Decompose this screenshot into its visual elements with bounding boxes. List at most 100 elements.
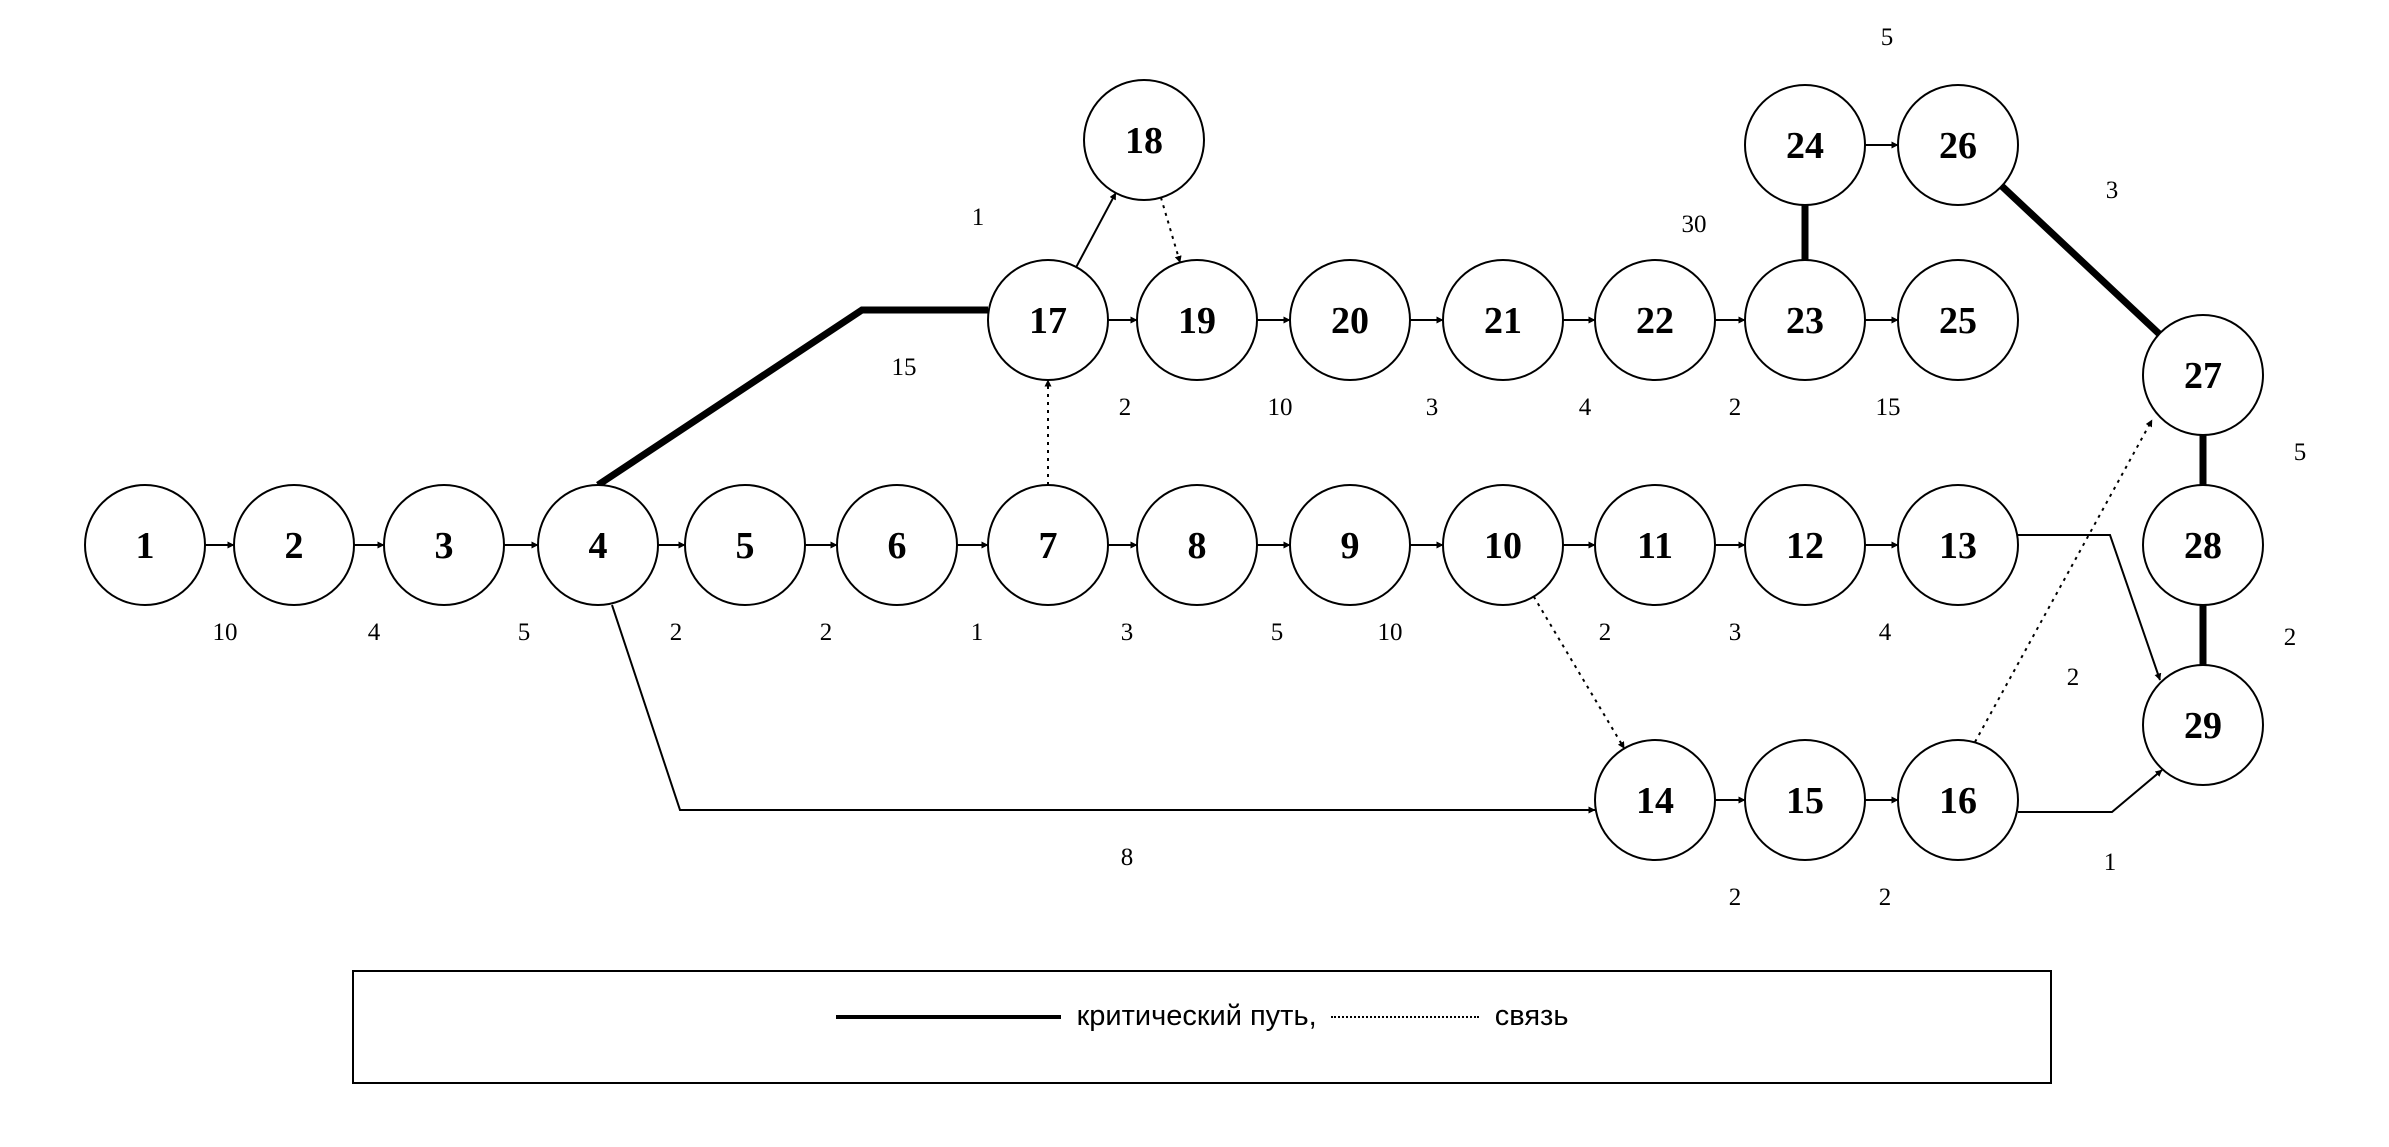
node-6: 6 <box>836 484 958 606</box>
node-circle <box>1136 259 1258 381</box>
node-label: 26 <box>1939 125 1977 167</box>
node-23: 23 <box>1744 259 1866 381</box>
duration-label: 8 <box>1121 844 1134 871</box>
duration-label: 2 <box>1879 884 1892 911</box>
node-15: 15 <box>1744 739 1866 861</box>
node-22: 22 <box>1594 259 1716 381</box>
legend-link-label: связь <box>1494 1000 1569 1032</box>
node-circle <box>1083 79 1205 201</box>
node-circle <box>84 484 206 606</box>
node-circle <box>233 484 355 606</box>
duration-label: 3 <box>1426 394 1439 421</box>
node-circle <box>2142 484 2264 606</box>
node-circle <box>1744 259 1866 381</box>
node-label: 15 <box>1786 780 1824 822</box>
node-11: 11 <box>1594 484 1716 606</box>
duration-label: 10 <box>213 619 238 646</box>
node-9: 9 <box>1289 484 1411 606</box>
node-18: 18 <box>1083 79 1205 201</box>
duration-label: 3 <box>2106 177 2119 204</box>
node-7: 7 <box>987 484 1109 606</box>
duration-label: 5 <box>1881 24 1894 51</box>
duration-label: 1 <box>971 619 984 646</box>
node-circle <box>684 484 806 606</box>
duration-label: 2 <box>1119 394 1132 421</box>
node-circle <box>987 259 1109 381</box>
duration-label: 2 <box>1599 619 1612 646</box>
node-label: 21 <box>1484 300 1522 342</box>
edge-10-14-link <box>1532 596 1626 749</box>
duration-label: 5 <box>1271 619 1284 646</box>
node-2: 2 <box>233 484 355 606</box>
edge-16-29 <box>2018 769 2163 813</box>
duration-label: 2 <box>820 619 833 646</box>
node-label: 8 <box>1188 525 1207 567</box>
node-circle <box>383 484 505 606</box>
node-label: 3 <box>435 525 454 567</box>
node-5: 5 <box>684 484 806 606</box>
node-label: 2 <box>285 525 304 567</box>
node-label: 22 <box>1636 300 1674 342</box>
node-14: 14 <box>1594 739 1716 861</box>
node-4: 4 <box>537 484 659 606</box>
node-20: 20 <box>1289 259 1411 381</box>
duration-label: 1 <box>2104 849 2117 876</box>
duration-label: 3 <box>1121 619 1134 646</box>
node-circle <box>2142 664 2264 786</box>
node-label: 6 <box>888 525 907 567</box>
edge-4-14 <box>611 604 1596 814</box>
duration-label: 4 <box>1579 394 1592 421</box>
node-label: 7 <box>1039 525 1058 567</box>
node-8: 8 <box>1136 484 1258 606</box>
duration-label: 5 <box>2294 439 2307 466</box>
legend: критический путь, связь <box>352 970 2052 1084</box>
node-27: 27 <box>2142 314 2264 436</box>
edge-4-17-critical <box>596 306 989 488</box>
node-circle <box>537 484 659 606</box>
duration-label: 4 <box>368 619 381 646</box>
node-28: 28 <box>2142 484 2264 606</box>
node-label: 29 <box>2184 705 2222 747</box>
legend-critical-label: критический путь, <box>1076 1000 1317 1032</box>
node-19: 19 <box>1136 259 1258 381</box>
node-16: 16 <box>1897 739 2019 861</box>
node-circle <box>1897 84 2019 206</box>
node-label: 24 <box>1786 125 1824 167</box>
duration-label: 4 <box>1879 619 1892 646</box>
edge-16-27-link <box>1974 419 2153 743</box>
node-label: 1 <box>136 525 155 567</box>
node-label: 12 <box>1786 525 1824 567</box>
node-circle <box>1594 259 1716 381</box>
node-label: 14 <box>1636 780 1674 822</box>
legend-row: критический путь, связь <box>354 1000 2050 1033</box>
duration-label: 10 <box>1268 394 1293 421</box>
node-circle <box>1594 484 1716 606</box>
node-label: 18 <box>1125 120 1163 162</box>
duration-label: 2 <box>1729 884 1742 911</box>
node-label: 11 <box>1637 525 1673 567</box>
node-label: 27 <box>2184 355 2222 397</box>
node-label: 16 <box>1939 780 1977 822</box>
legend-critical-line <box>835 1015 1061 1020</box>
node-circle <box>1897 739 2019 861</box>
duration-label: 10 <box>1378 619 1403 646</box>
node-label: 25 <box>1939 300 1977 342</box>
node-circle <box>1289 259 1411 381</box>
node-3: 3 <box>383 484 505 606</box>
node-circle <box>1744 84 1866 206</box>
node-label: 5 <box>736 525 755 567</box>
node-label: 13 <box>1939 525 1977 567</box>
edge-13-29 <box>2018 534 2162 681</box>
node-circle <box>1136 484 1258 606</box>
node-circle <box>1897 259 2019 381</box>
edges-layer <box>205 141 2207 814</box>
node-circle <box>1594 739 1716 861</box>
node-label: 4 <box>589 525 608 567</box>
node-12: 12 <box>1744 484 1866 606</box>
duration-label: 3 <box>1729 619 1742 646</box>
duration-label: 2 <box>2284 624 2297 651</box>
node-label: 17 <box>1029 300 1067 342</box>
node-label: 23 <box>1786 300 1824 342</box>
